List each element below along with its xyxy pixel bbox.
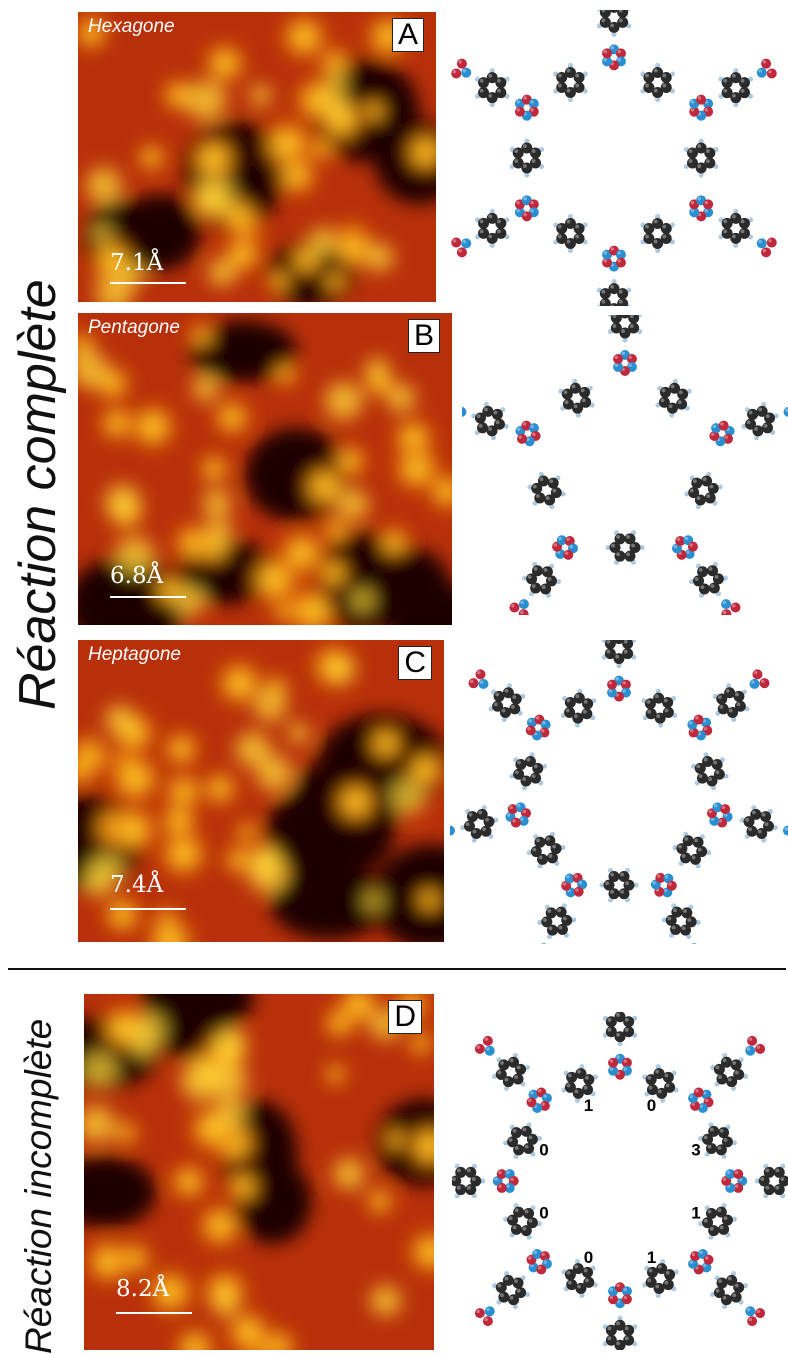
panel-letter: D: [388, 1000, 422, 1034]
scale-bar: [116, 1312, 192, 1314]
stm-image-pentagone: Pentagone B 6.8Å: [78, 313, 452, 625]
bond-count-label: 1: [691, 1203, 700, 1222]
bond-count-label: 0: [647, 1096, 656, 1115]
scale-label: 8.2Å: [116, 1276, 170, 1302]
bond-count-label: 0: [584, 1248, 593, 1267]
bond-count-label: 1: [584, 1096, 593, 1115]
bond-count-label: 3: [691, 1141, 700, 1160]
scale-bar: [110, 908, 186, 910]
panel-letter: B: [407, 319, 440, 353]
molecular-model-pentagone: [462, 315, 788, 615]
scale-bar: [110, 282, 186, 284]
scale-label: 6.8Å: [110, 563, 164, 589]
molecular-model-heptagone: [450, 640, 788, 944]
section-label-complete: Réaction complète: [9, 279, 67, 710]
panel-name: Pentagone: [88, 317, 180, 338]
stm-image-hexagone: Hexagone A 7.1Å: [78, 12, 436, 302]
molecular-model-octagone: 0 3 1 1 0 0 0 1: [452, 1012, 788, 1350]
bond-count-label: 0: [539, 1141, 548, 1160]
scale-bar: [110, 596, 186, 598]
panel-letter: C: [398, 646, 432, 680]
panel-name: Hexagone: [88, 16, 175, 37]
scale-label: 7.1Å: [110, 250, 164, 276]
panel-name: Heptagone: [88, 644, 181, 665]
stm-image-octagone: D 8.2Å: [84, 994, 434, 1350]
section-divider: [8, 968, 786, 970]
panel-letter: A: [391, 18, 424, 52]
bond-count-label: 1: [647, 1248, 656, 1267]
molecular-model-hexagone: [451, 10, 777, 306]
scale-label: 7.4Å: [110, 872, 164, 898]
bond-count-label: 0: [539, 1203, 548, 1222]
stm-image-heptagone: Heptagone C 7.4Å: [78, 640, 444, 942]
section-label-incomplete: Réaction incomplète: [18, 1018, 59, 1354]
